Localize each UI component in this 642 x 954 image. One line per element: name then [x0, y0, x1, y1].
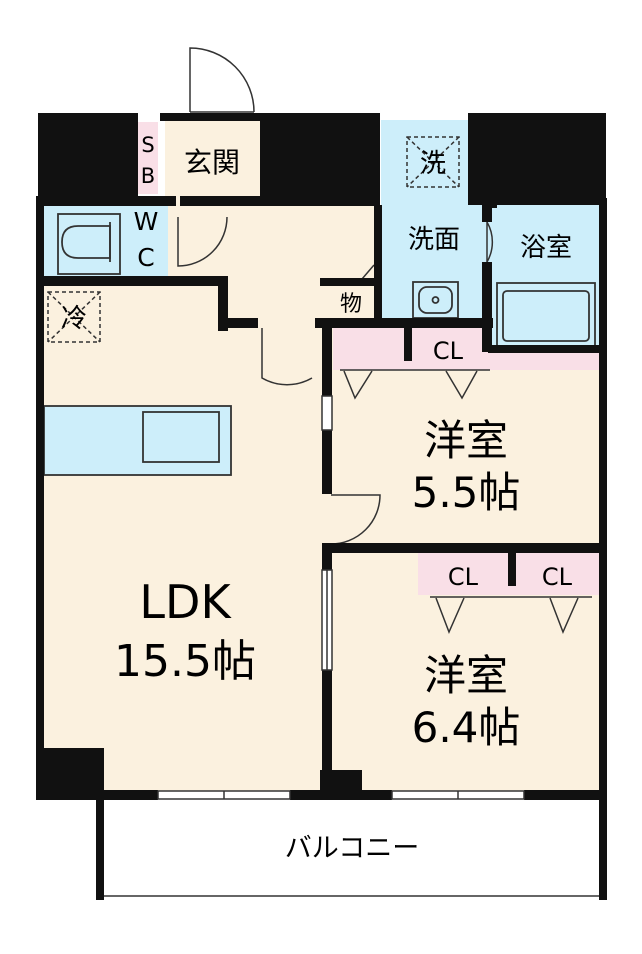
toilet-icon — [57, 213, 121, 275]
washer-icon — [406, 136, 460, 188]
shoe-box-label-s: S — [141, 133, 154, 157]
closet-strip-floor — [491, 352, 599, 370]
walls — [36, 113, 607, 900]
closet-3-label: CL — [542, 563, 573, 591]
entrance-floor — [165, 120, 260, 205]
western1-size-label: 5.5帖 — [412, 468, 521, 517]
ldk-size-label: 15.5帖 — [114, 636, 256, 687]
wc-label-c: C — [137, 243, 154, 272]
fridge-label: 冷 — [61, 304, 87, 334]
windows — [157, 395, 525, 800]
shoe-box-label-b: B — [141, 164, 155, 188]
closet-2-label: CL — [448, 563, 479, 591]
balcony-label: バルコニー — [285, 833, 419, 864]
ldk-floor — [38, 284, 327, 798]
washroom-label: 洗面 — [408, 225, 460, 255]
western1-label: 洋室 — [424, 416, 508, 465]
western2-label: 洋室 — [424, 651, 508, 700]
bathroom-floor — [491, 205, 599, 350]
western2-size-label: 6.4帖 — [412, 703, 521, 752]
closet-2-doors — [430, 596, 592, 634]
balcony-floor — [100, 798, 605, 898]
ldk-label: LDK — [139, 575, 232, 629]
kitchen-counter-icon — [43, 405, 232, 476]
closet-1-doors — [340, 369, 490, 400]
washer-label: 洗 — [420, 149, 446, 179]
wc-label-w: W — [134, 207, 159, 236]
storage-floor — [327, 284, 375, 320]
bathroom-label: 浴室 — [520, 233, 572, 263]
door-swings — [177, 47, 494, 545]
entrance-label: 玄関 — [184, 146, 240, 179]
storage-label: 物 — [340, 292, 362, 317]
shoe-box-floor — [138, 122, 158, 194]
closet-1-label: CL — [433, 337, 464, 365]
fridge-icon — [47, 291, 101, 343]
